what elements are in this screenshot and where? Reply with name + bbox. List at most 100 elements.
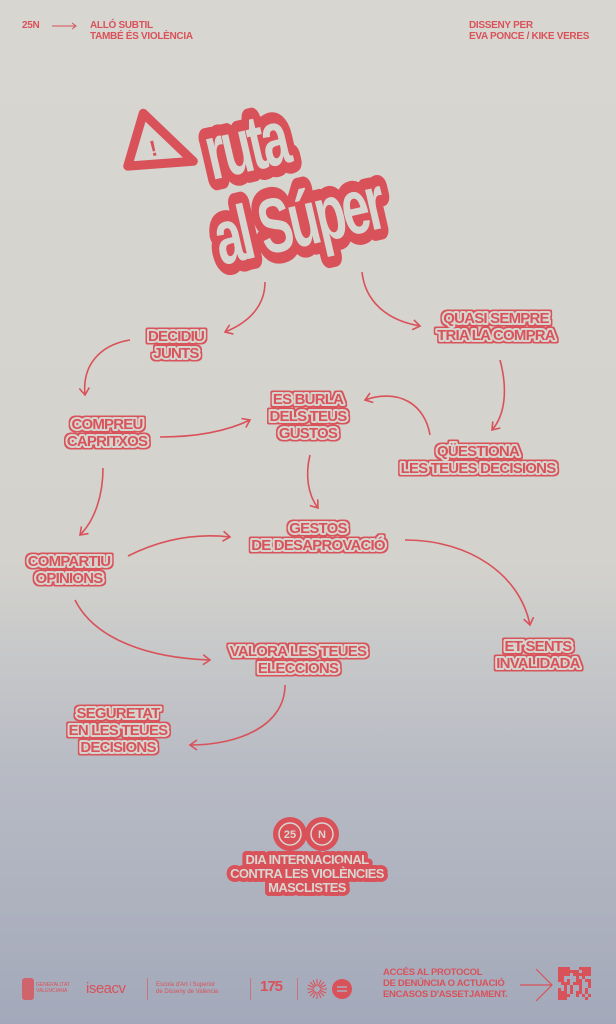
qr-module (564, 973, 567, 976)
qr-module (588, 985, 591, 988)
qr-module (564, 988, 567, 991)
flow-arrow (74, 599, 212, 666)
escola-line: Escola d'Art i Superior (156, 982, 216, 988)
flow-arrow (78, 339, 131, 397)
qr-module (567, 979, 570, 982)
badge-letter: N (318, 829, 326, 841)
badge-line: MASCLISTES (268, 880, 347, 895)
badge-number: 25 (284, 829, 296, 841)
flow-arrow (159, 417, 252, 438)
anniversary-logo: 175 (260, 978, 283, 995)
qr-module (564, 994, 567, 997)
qr-module (579, 967, 582, 970)
header-subtitle: ALLÓ SUBTIL TAMBÉ ÉS VIOLÈNCIA (90, 20, 193, 42)
node-label-line: ET SENTS (505, 638, 573, 655)
node-label-line: JUNTS (153, 345, 199, 362)
qr-module (579, 979, 582, 982)
node-label-line: DE DESAPROVACIÓ (251, 536, 386, 554)
generalitat-line: VALENCIANA (36, 988, 68, 994)
qr-module (582, 976, 585, 979)
badge-line: CONTRA LES VIOLÈNCIES (230, 866, 385, 881)
flow-arrow (404, 539, 535, 627)
qr-module (585, 967, 588, 970)
qr-module (564, 970, 567, 973)
node-label-line: SEGURETAT (76, 705, 160, 722)
qr-code[interactable] (558, 967, 592, 1001)
qr-module (579, 973, 582, 976)
protocol-line: ENCASOS D'ASSETJAMENT. (383, 989, 508, 1000)
qr-module (564, 985, 567, 988)
qr-module (582, 970, 585, 973)
arrow-right-icon (520, 968, 553, 1002)
warning-mark: ! (147, 135, 160, 161)
qr-module (561, 973, 564, 976)
qr-module (576, 994, 579, 997)
generalitat-logo: GENERALITAT VALENCIANA (36, 982, 70, 994)
qr-module (558, 976, 561, 979)
qr-module (567, 994, 570, 997)
qr-module (588, 967, 591, 970)
qr-module (561, 997, 564, 1000)
qr-module (558, 973, 561, 976)
qr-module (558, 988, 561, 991)
qr-module (576, 982, 579, 985)
qr-module (585, 997, 588, 1000)
escola-logo: Escola d'Art i Superior de Disseny de Va… (156, 982, 218, 996)
qr-module (558, 979, 561, 982)
subtitle-line: ALLÓ SUBTIL (90, 20, 153, 31)
node-label-line: ES BURLA (273, 391, 344, 408)
flow-arrow (306, 454, 319, 510)
qr-module (582, 973, 585, 976)
qr-module (576, 979, 579, 982)
qr-module (567, 982, 570, 985)
qr-module (582, 967, 585, 970)
qr-module (579, 988, 582, 991)
qr-module (564, 982, 567, 985)
qr-module (588, 979, 591, 982)
qr-module (561, 979, 564, 982)
header-tag: 25N (22, 20, 40, 31)
qr-module (585, 991, 588, 994)
node-label-line: COMPARTIU (28, 553, 111, 570)
qr-module (558, 991, 561, 994)
qr-module (579, 985, 582, 988)
qr-module (567, 973, 570, 976)
qr-module (573, 982, 576, 985)
escola-line: de Disseny de València (156, 989, 219, 995)
qr-module (573, 970, 576, 973)
protocol-line: ACCÉS AL PROTOCOL (383, 967, 483, 978)
credits-line: EVA PONCE / KIKE VERES (469, 31, 590, 42)
header-credits: DISSENY PER EVA PONCE / KIKE VERES (469, 20, 589, 42)
qr-module (585, 973, 588, 976)
qr-module (561, 994, 564, 997)
qr-module (561, 982, 564, 985)
qr-module (585, 979, 588, 982)
protocol-text[interactable]: ACCÉS AL PROTOCOL DE DENÚNCIA O ACTUACIÓ… (383, 967, 508, 1000)
qr-module (561, 991, 564, 994)
generalitat-line: GENERALITAT (36, 982, 70, 988)
qr-module (558, 970, 561, 973)
flow-arrow (79, 467, 104, 536)
qr-module (558, 997, 561, 1000)
flow-arrow (363, 392, 431, 436)
qr-module (570, 991, 573, 994)
qr-module (570, 970, 573, 973)
qr-module (576, 970, 579, 973)
node-label-line: COMPREU (71, 416, 142, 433)
node-label-line: QÜESTIONA (437, 443, 520, 460)
protocol-line: DE DENÚNCIA O ACTUACIÓ (383, 978, 505, 989)
qr-module (585, 988, 588, 991)
qr-module (573, 973, 576, 976)
credits-line: DISSENY PER (469, 20, 533, 31)
